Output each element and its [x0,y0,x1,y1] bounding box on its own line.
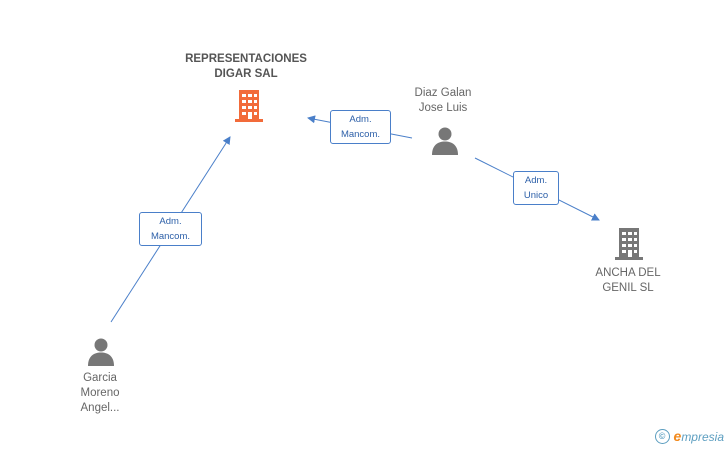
edge-badge-line2: Mancom. [150,231,191,242]
person-icon[interactable] [430,125,460,155]
edge-badge-line1: Adm. [159,216,182,227]
edge-badge-diaz-ancha[interactable]: Adm. Unico [513,171,559,205]
edge-badge-line1: Adm. [349,114,372,125]
person-label-garcia[interactable]: Garcia Moreno Angel... [50,371,150,416]
empresia-watermark: © empresia [654,428,724,444]
edge-badge-line2: Mancom. [340,129,381,140]
building-icon[interactable] [233,88,265,124]
edge-badge-diaz-representaciones[interactable]: Adm. Mancom. [330,110,391,144]
company-label-representaciones[interactable]: REPRESENTACIONES DIGAR SAL [176,52,316,82]
company-name-line1: ANCHA DEL [595,267,661,279]
company-label-ancha[interactable]: ANCHA DEL GENIL SL [578,266,678,296]
brand-logo: empresia [673,428,724,444]
person-name-line2: Moreno [80,387,120,399]
person-icon[interactable] [86,336,116,366]
edge-badge-line1: Adm. [524,175,548,186]
person-name-line1: Diaz Galan [414,87,472,99]
building-icon[interactable] [613,226,645,262]
person-name-line2: Jose Luis [418,102,468,114]
copyright-icon: © [654,428,670,444]
company-name-line2: DIGAR SAL [214,68,278,80]
person-name-line1: Garcia [83,372,117,384]
edge-badge-garcia-representaciones[interactable]: Adm. Mancom. [139,212,202,246]
company-name-line1: REPRESENTACIONES [185,53,307,65]
person-label-diaz[interactable]: Diaz Galan Jose Luis [393,86,493,116]
person-name-line3: Angel... [80,402,120,414]
edge-badge-line2: Unico [523,190,549,201]
company-name-line2: GENIL SL [602,282,654,294]
